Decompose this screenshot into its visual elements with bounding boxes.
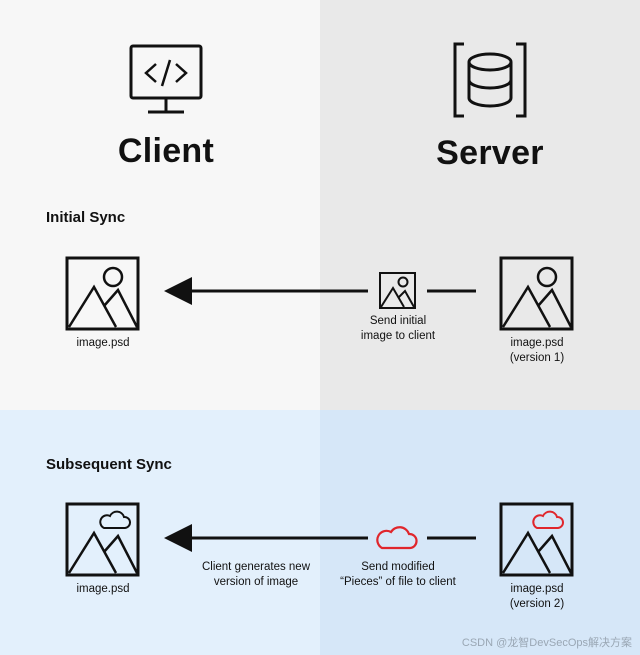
server-subsequent-panel <box>320 410 640 655</box>
subsequent-transfer-label: Send modified “Pieces” of file to client <box>328 560 468 590</box>
subsequent-server-file-name: image.psd <box>510 583 564 595</box>
subsequent-sync-arrow <box>164 524 476 552</box>
initial-server-file-label: image.psd (version 1) <box>496 336 578 366</box>
initial-sync-heading: Initial Sync <box>46 209 126 226</box>
subsequent-transfer-line-2: “Pieces” of file to client <box>340 576 456 588</box>
client-initial-panel <box>0 0 320 410</box>
server-subsequent-image-icon <box>499 502 574 577</box>
initial-transfer-label: Send initial image to client <box>348 314 448 344</box>
client-title: Client <box>117 132 215 170</box>
monitor-code-icon <box>129 44 203 114</box>
initial-server-file-version: (version 1) <box>509 352 565 364</box>
transfer-image-icon <box>379 272 416 309</box>
initial-sync-arrow <box>164 277 476 305</box>
server-title: Server <box>436 134 544 172</box>
server-initial-image-icon <box>499 256 574 331</box>
subsequent-server-file-label: image.psd (version 2) <box>496 582 578 612</box>
client-generates-label: Client generates new version of image <box>186 560 326 590</box>
initial-server-file-name: image.psd <box>510 337 564 349</box>
client-generates-line-1: Client generates new <box>201 561 311 573</box>
initial-transfer-line-1: Send initial <box>369 315 427 327</box>
subsequent-transfer-line-1: Send modified <box>361 561 435 573</box>
client-subsequent-image-icon <box>65 502 140 577</box>
database-icon <box>453 42 527 118</box>
cloud-icon <box>376 526 418 550</box>
watermark: CSDN @龙智DevSecOps解决方案 <box>461 637 632 649</box>
client-initial-image-icon <box>65 256 140 331</box>
subsequent-server-file-version: (version 2) <box>509 598 565 610</box>
client-generates-line-2: version of image <box>213 576 299 588</box>
subsequent-sync-heading: Subsequent Sync <box>46 456 172 473</box>
client-subsequent-panel <box>0 410 320 655</box>
initial-client-file-label: image.psd <box>76 337 130 349</box>
initial-transfer-line-2: image to client <box>360 330 436 342</box>
subsequent-client-file-label: image.psd <box>76 583 130 595</box>
